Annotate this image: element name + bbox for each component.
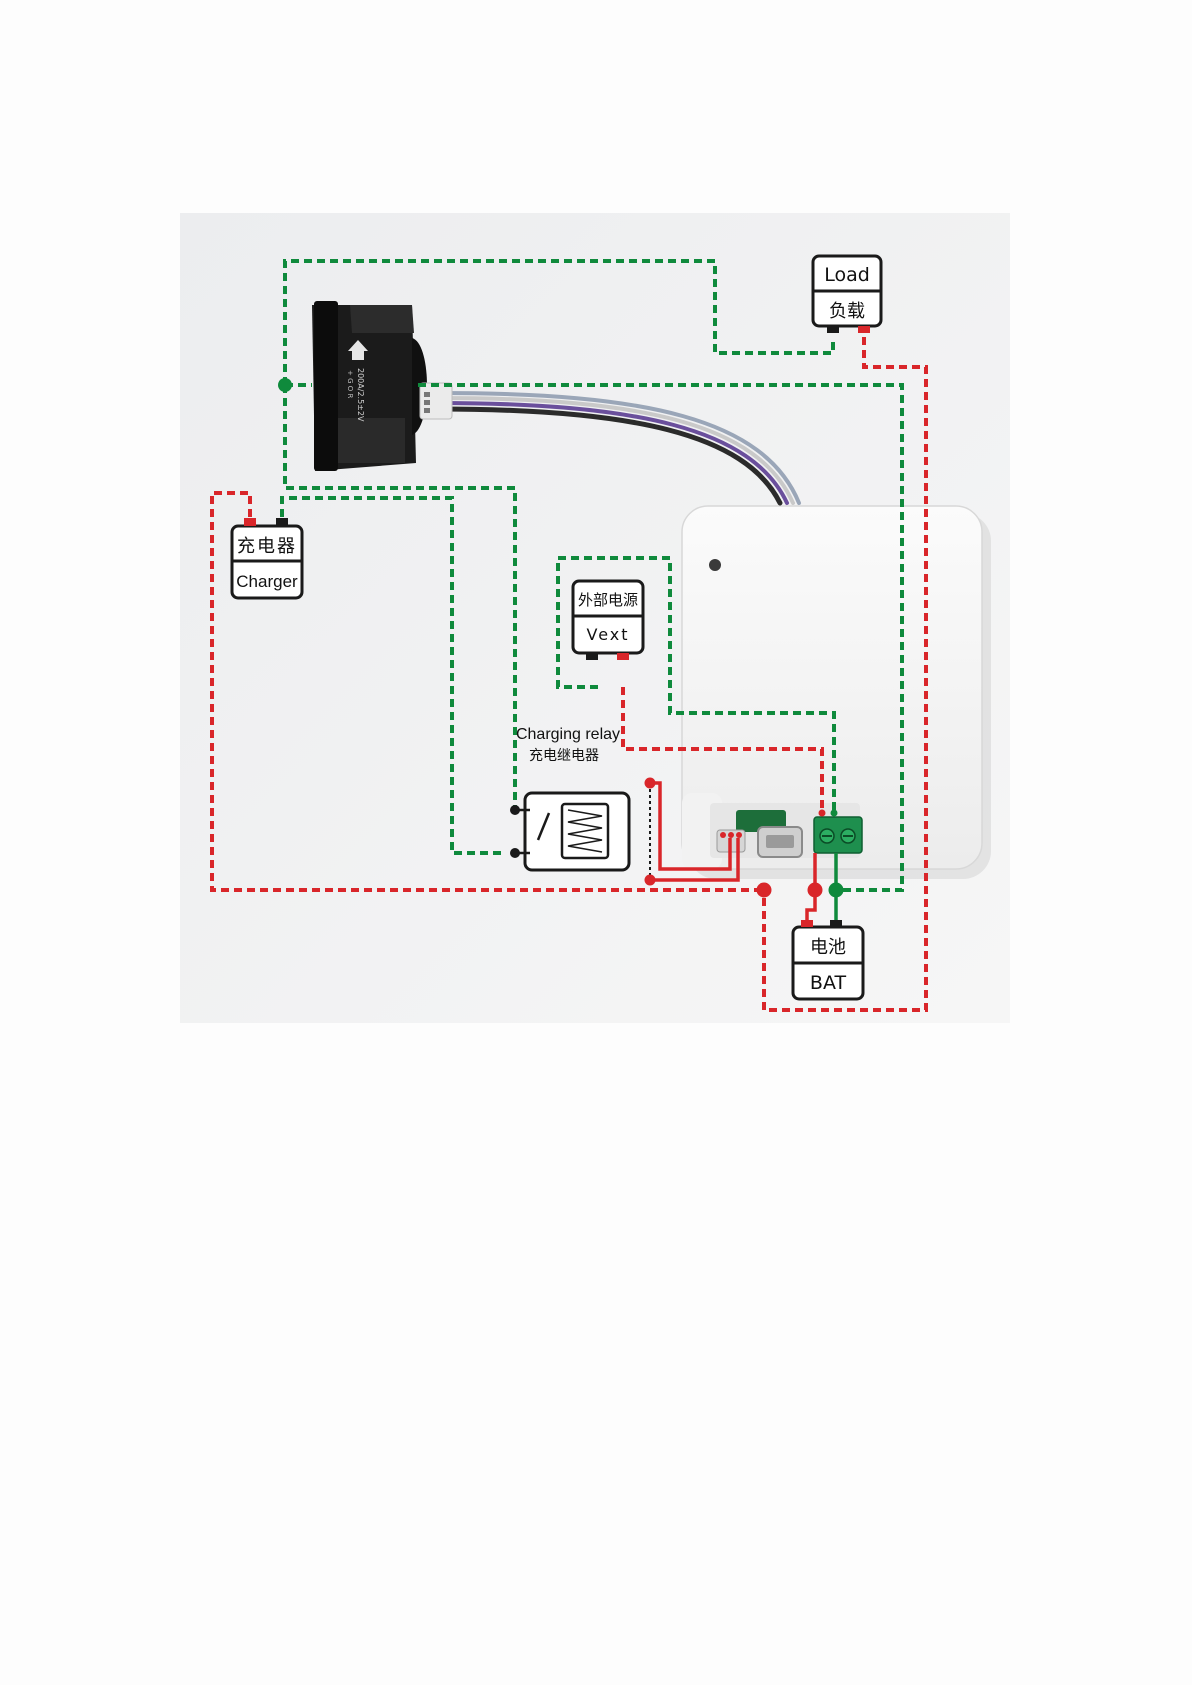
load-negative-terminal (827, 326, 839, 333)
relay-label-en: Charging relay (516, 726, 620, 743)
charger-positive-terminal (244, 518, 256, 526)
charger-box: 充电器 Charger (232, 518, 302, 598)
sensor-rating-label: 200A/2.5±2V (356, 368, 365, 422)
vext-label-zh: 外部电源 (578, 591, 638, 609)
load-label-en: Load (824, 264, 870, 286)
positive-junction-battery (808, 883, 823, 898)
battery-label-en: BAT (810, 972, 847, 994)
mounting-hole (709, 559, 721, 571)
vext-label-en: Vext (586, 625, 629, 644)
load-box: Load 负载 (813, 256, 881, 333)
load-positive-terminal (858, 326, 870, 333)
terminal-block (814, 817, 862, 853)
battery-box: 电池 BAT (793, 920, 863, 999)
positive-junction-left (757, 883, 772, 898)
relay-label-zh: 充电继电器 (529, 748, 599, 764)
negative-junction-battery (829, 883, 844, 898)
charger-label-en: Charger (236, 572, 298, 591)
charger-negative-terminal (276, 518, 288, 526)
vext-box: 外部电源 Vext (573, 581, 643, 660)
wiring-diagram: 200A/2.5±2V + G O R (180, 213, 1010, 1023)
battery-label-zh: 电池 (810, 937, 846, 958)
battery-negative-terminal (830, 920, 842, 927)
relay-coil-bottom-dot (645, 875, 656, 886)
sensor-marking-label: + G O R (346, 370, 354, 398)
vext-negative-terminal (586, 653, 598, 660)
load-label-zh: 负载 (829, 301, 865, 322)
battery-positive-terminal (801, 920, 813, 927)
relay-coil-top-dot (645, 778, 656, 789)
controller-enclosure (682, 506, 991, 879)
charger-label-zh: 充电器 (237, 536, 297, 557)
negative-junction-sensor (278, 378, 292, 392)
vext-positive-terminal (617, 653, 629, 660)
